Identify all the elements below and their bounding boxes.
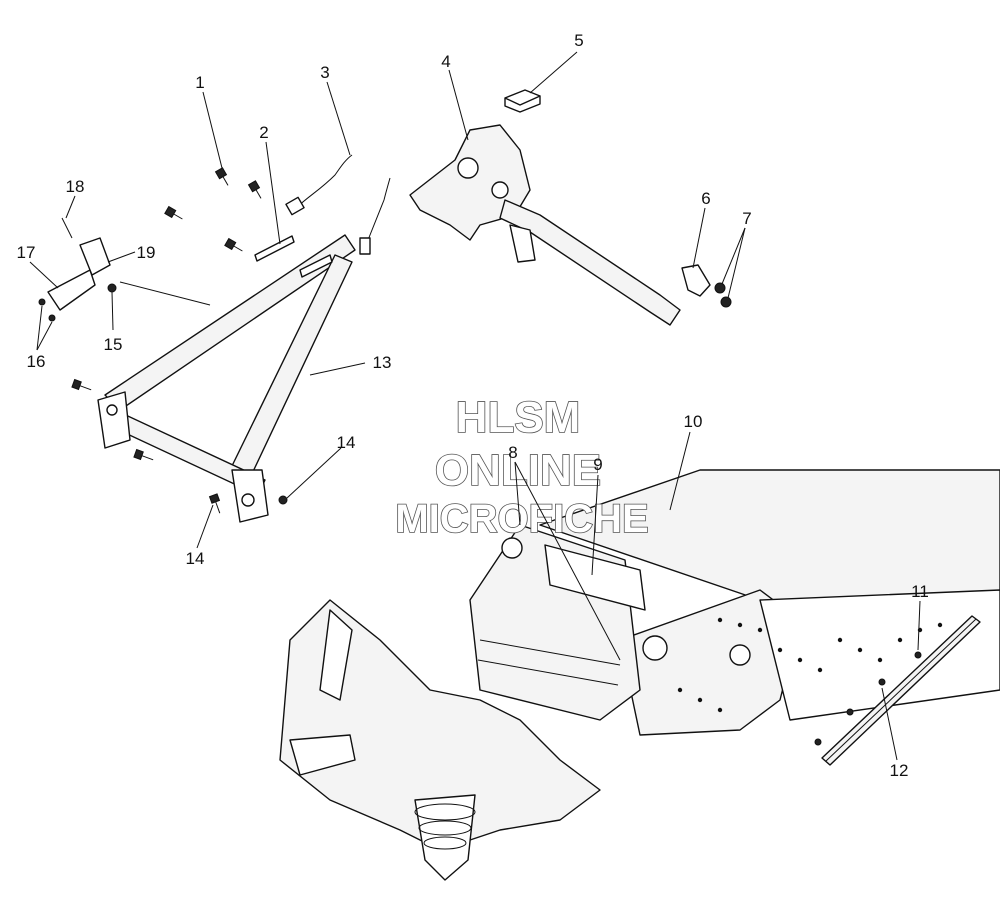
part-6-clip — [681, 264, 711, 297]
callout-14-upper: 14 — [337, 433, 356, 452]
callout-1: 1 — [195, 73, 204, 92]
callout-12: 12 — [890, 761, 909, 780]
callout-14-lower: 14 — [186, 549, 205, 568]
watermark-line2: ONLINE — [435, 446, 601, 495]
callout-9: 9 — [593, 455, 602, 474]
callout-3: 3 — [320, 63, 329, 82]
watermark-line1: HLSM — [456, 393, 581, 442]
main-chassis — [279, 469, 1000, 881]
callout-15: 15 — [104, 335, 123, 354]
leader-lines — [29, 51, 921, 761]
part-14-fasteners — [71, 378, 288, 514]
callout-16: 16 — [27, 352, 46, 371]
bracket-assembly — [38, 217, 117, 322]
callout-19: 19 — [137, 243, 156, 262]
callout-6: 6 — [701, 189, 710, 208]
callout-8: 8 — [508, 443, 517, 462]
part-11-screws — [814, 651, 922, 746]
part-5-pad — [504, 89, 541, 113]
watermark-line3: MICROFICHE — [395, 497, 648, 541]
callout-5: 5 — [574, 31, 583, 50]
callout-11: 11 — [911, 582, 929, 601]
callout-10: 10 — [684, 412, 703, 431]
rail-groove — [825, 618, 977, 762]
part-4-steering-column — [409, 124, 681, 326]
watermark: HLSM ONLINE MICROFICHE — [395, 392, 650, 542]
part-7-nuts — [714, 282, 732, 308]
callout-2: 2 — [259, 123, 268, 142]
rear-frame-tubes — [97, 234, 356, 523]
callout-17: 17 — [17, 243, 36, 262]
callout-labels: 1 2 3 4 5 6 7 8 9 10 11 12 13 14 14 15 1… — [17, 31, 929, 780]
callout-7: 7 — [742, 209, 751, 228]
callout-4: 4 — [441, 52, 450, 71]
callout-13: 13 — [373, 353, 392, 372]
bolt-group — [164, 167, 262, 252]
callout-18: 18 — [66, 177, 85, 196]
part-2-strip — [254, 235, 295, 262]
part-3-cable — [285, 154, 391, 255]
